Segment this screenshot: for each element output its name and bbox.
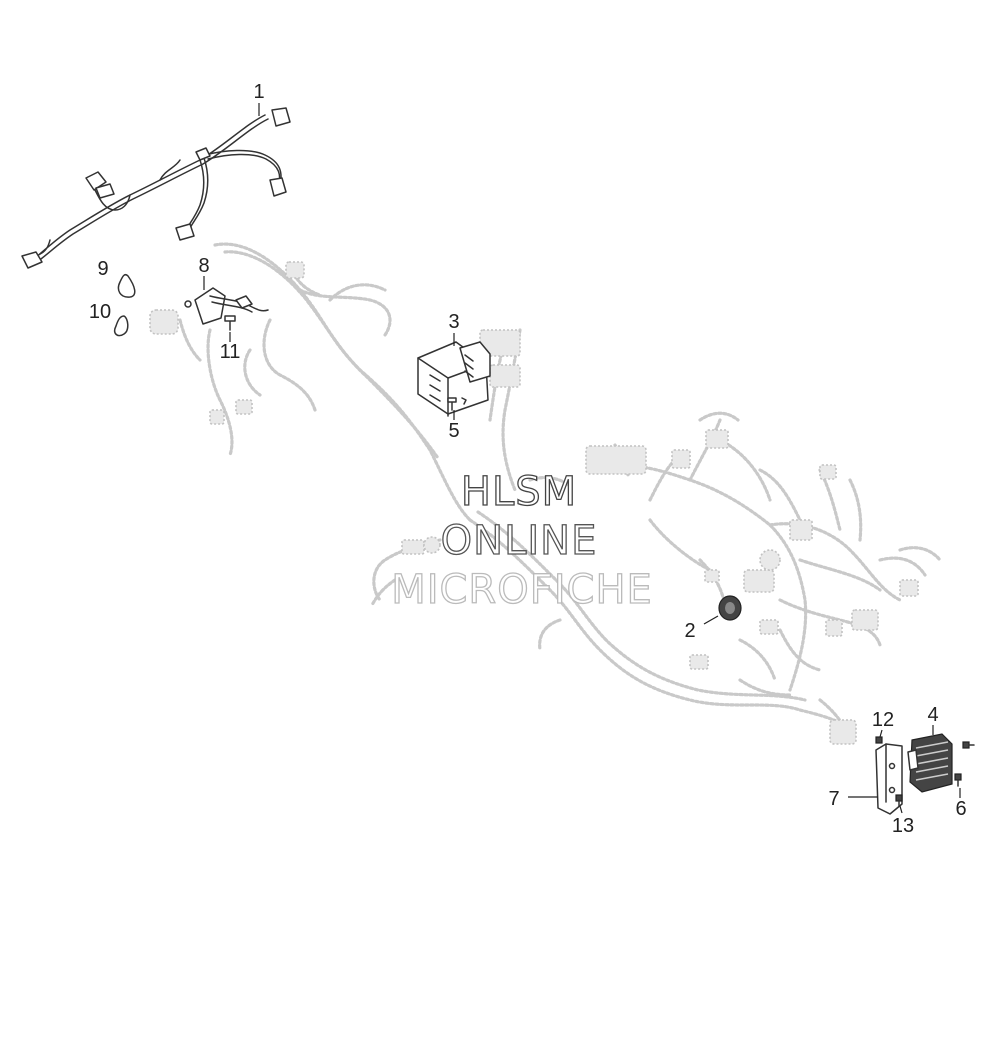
- callout-2: 2: [684, 620, 695, 642]
- watermark: HLSM ONLINE MICROFICHE: [391, 468, 653, 613]
- callout-12: 12: [872, 709, 894, 731]
- part-2-grommet[interactable]: [718, 595, 742, 621]
- callout-labels: 1 2 3 4 5 6 7 8 9 10 11 12 13: [89, 81, 967, 837]
- callout-4: 4: [927, 704, 938, 726]
- part-1-sub-harness[interactable]: [21, 107, 291, 269]
- callout-7: 7: [828, 788, 839, 810]
- callout-6: 6: [955, 798, 966, 820]
- part-3-ecu[interactable]: [417, 341, 491, 417]
- callout-3: 3: [448, 311, 459, 333]
- callout-11: 11: [220, 341, 241, 363]
- leader-12: [879, 729, 883, 738]
- part-12-nut[interactable]: [875, 736, 883, 744]
- part-4-regulator[interactable]: [907, 733, 953, 793]
- harness-connectors-ghost: [149, 261, 919, 745]
- leader-2: [703, 615, 719, 625]
- callout-13: 13: [892, 815, 914, 837]
- watermark-line-1: HLSM: [461, 469, 577, 515]
- watermark-line-2: ONLINE: [441, 518, 598, 564]
- part-11-screw[interactable]: [224, 315, 236, 331]
- part-7-bracket[interactable]: [875, 743, 903, 815]
- callout-9: 9: [97, 258, 108, 280]
- part-9-clip[interactable]: [117, 273, 136, 298]
- part-10-clip[interactable]: [113, 315, 129, 337]
- part-5-screw[interactable]: [447, 397, 467, 411]
- part-13-bolt[interactable]: [895, 794, 903, 807]
- callout-1: 1: [253, 81, 264, 103]
- callout-8: 8: [198, 255, 209, 277]
- leader-lines: [203, 103, 961, 814]
- leader-13: [899, 805, 903, 814]
- part-8-sensor-bracket[interactable]: [184, 287, 269, 325]
- callout-5: 5: [448, 420, 459, 442]
- watermark-line-3: MICROFICHE: [391, 567, 653, 613]
- part-6-bolts[interactable]: [954, 741, 975, 787]
- callout-10: 10: [89, 301, 111, 323]
